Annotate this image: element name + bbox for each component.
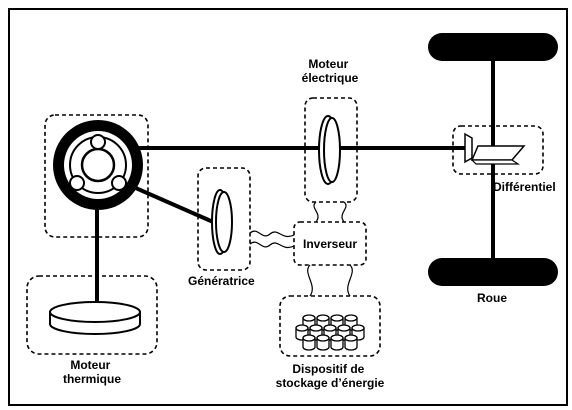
energy-storage-box: [279, 295, 381, 357]
differential-box: [452, 125, 544, 175]
label-inverseur: Inverseur: [303, 237, 357, 251]
generator-box: [197, 167, 251, 271]
differential-gear-icon: [464, 132, 526, 165]
battery-cell: [330, 334, 344, 351]
label-dispositif-stockage: Dispositif de stockage d’énergie: [276, 362, 385, 390]
generator-shaft: [121, 180, 221, 227]
battery-cell: [344, 334, 358, 351]
bottom-wheel: [428, 258, 558, 286]
label-roue: Roue: [477, 291, 507, 305]
label-moteur-thermique: Moteur thermique: [63, 358, 121, 386]
label-differentiel: Différentiel: [493, 180, 556, 194]
wire-inverter-battery: [307, 264, 353, 297]
engine-flywheel-icon: [49, 301, 141, 335]
label-generatrice: Génératrice: [188, 274, 255, 288]
planetary-gear-box: [44, 114, 149, 238]
planetary-gear-icon: [53, 120, 143, 210]
engine-box: [26, 275, 158, 355]
wire-motor-inverter: [313, 201, 347, 223]
wire-generator-inverter: [249, 230, 295, 248]
top-wheel: [428, 33, 558, 61]
inverter-box: [293, 221, 367, 266]
generator-rotor-icon: [211, 189, 233, 255]
battery-cell: [302, 334, 316, 351]
electric-motor-rotor-icon: [318, 115, 341, 185]
battery-cell: [316, 334, 330, 351]
label-moteur-electrique: Moteur électrique: [302, 57, 359, 85]
electric-motor-box: [304, 97, 358, 203]
battery-cells-icon: [295, 314, 365, 351]
